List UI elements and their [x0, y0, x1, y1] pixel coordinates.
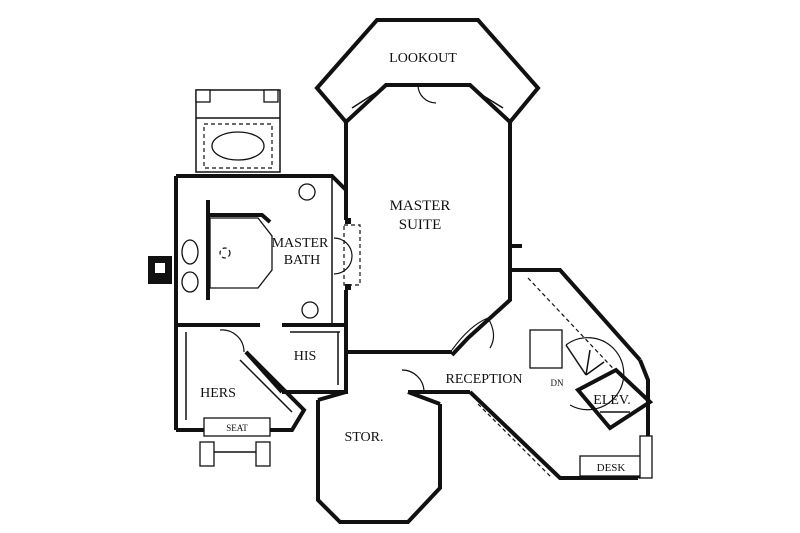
label-hers: HERS: [200, 386, 236, 401]
label-reception: RECEPTION: [446, 372, 523, 387]
tub-bay: [195, 89, 281, 173]
suite-door-swing: [451, 317, 495, 351]
master-bath-walls: [148, 174, 353, 430]
master-suite-walls: [343, 122, 512, 392]
bath-door-swing: [219, 329, 245, 353]
lookout-room: [314, 18, 541, 125]
reception-area: [401, 369, 638, 480]
stair-elevator-wing: [508, 244, 654, 479]
storage-room: [316, 390, 442, 524]
label-elev: ELEV.: [593, 393, 630, 408]
seat-bench: [203, 417, 271, 437]
label-master-bath-2: BATH: [284, 253, 321, 268]
bathtub-icon: [211, 131, 265, 161]
label-seat: SEAT: [226, 423, 248, 433]
stair-landing: [529, 329, 563, 369]
label-master-suite-1: MASTER: [390, 198, 451, 214]
label-master-suite-2: SUITE: [399, 217, 442, 233]
label-lookout: LOOKOUT: [389, 51, 457, 66]
label-stor: STOR.: [344, 430, 383, 445]
label-master-bath-1: MASTER: [272, 236, 329, 251]
label-dn: DN: [551, 378, 564, 388]
sink-icon: [298, 183, 316, 201]
label-desk: DESK: [597, 462, 626, 474]
lookout-door-swing: [417, 84, 437, 104]
vanity-island: [209, 217, 273, 289]
suite-doorway: [343, 224, 361, 286]
toilet-icon: [181, 239, 199, 265]
hers-closet: [176, 332, 307, 467]
elevator-shaft: [574, 367, 654, 431]
reception-door-swing: [401, 369, 425, 393]
label-his: HIS: [294, 349, 317, 364]
